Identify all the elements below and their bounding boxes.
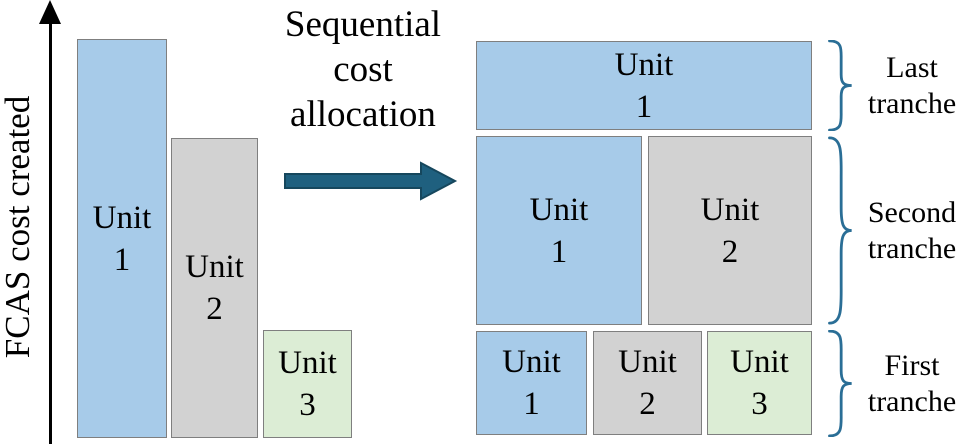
tranche-second-unit1-word: Unit (529, 191, 589, 228)
tranche-second-unit2-word: Unit (700, 191, 760, 228)
transform-label-line2: cost (333, 49, 393, 90)
y-axis-arrowhead-icon (39, 0, 61, 24)
tranche-first-box-unit2: Unit 2 (593, 331, 702, 435)
left-bar-unit1-number: 1 (113, 241, 131, 278)
brace-last-tranche-icon (826, 40, 854, 131)
y-axis-line (49, 18, 52, 444)
tranche-last-unit1-number: 1 (635, 88, 653, 125)
tranche-last-unit1-word: Unit (614, 46, 674, 83)
tranche-second-unit1-number: 1 (550, 233, 568, 270)
label-first-tranche-line2: tranche (867, 384, 957, 418)
tranche-first-unit1-number: 1 (523, 386, 540, 422)
tranche-first-unit1-word: Unit (502, 344, 561, 380)
right-arrow-icon (284, 161, 458, 201)
tranche-first-unit3-word: Unit (730, 344, 789, 380)
transform-label-line1: Sequential (284, 4, 442, 45)
tranche-last-box-unit1: Unit 1 (476, 41, 812, 130)
left-bar-unit3-word: Unit (278, 345, 337, 381)
tranche-first-box-unit1: Unit 1 (476, 331, 587, 435)
transform-label: Sequential cost allocation (258, 2, 468, 137)
tranche-second-box-unit1: Unit 1 (476, 136, 642, 325)
left-bar-unit2-word: Unit (185, 249, 244, 285)
left-bar-unit3: Unit 3 (263, 330, 352, 438)
brace-first-tranche-icon (826, 330, 854, 437)
left-bar-unit1: Unit 1 (77, 39, 167, 438)
label-second-tranche: Second tranche (856, 136, 968, 325)
y-axis-label: FCAS cost created (0, 95, 37, 359)
tranche-second-unit2-number: 2 (721, 233, 739, 270)
tranche-first-unit2-number: 2 (639, 386, 656, 422)
label-last-tranche-line1: Last (886, 50, 938, 84)
left-bar-unit2-number: 2 (206, 291, 223, 327)
label-first-tranche-line1: First (884, 348, 940, 382)
brace-second-tranche-icon (826, 136, 854, 325)
left-bar-unit1-word: Unit (92, 199, 152, 236)
tranche-first-unit2-word: Unit (618, 344, 677, 380)
label-last-tranche-line2: tranche (867, 86, 957, 120)
tranche-first-unit3-number: 3 (751, 386, 768, 422)
label-second-tranche-line1: Second (867, 195, 957, 229)
label-first-tranche: First tranche (856, 330, 968, 437)
transform-label-line3: allocation (290, 94, 436, 135)
tranche-second-box-unit2: Unit 2 (648, 136, 812, 325)
left-bar-unit3-number: 3 (299, 387, 316, 423)
left-bar-unit2: Unit 2 (171, 138, 258, 438)
tranche-first-box-unit3: Unit 3 (707, 331, 812, 435)
label-second-tranche-line2: tranche (867, 231, 957, 265)
label-last-tranche: Last tranche (856, 40, 968, 131)
